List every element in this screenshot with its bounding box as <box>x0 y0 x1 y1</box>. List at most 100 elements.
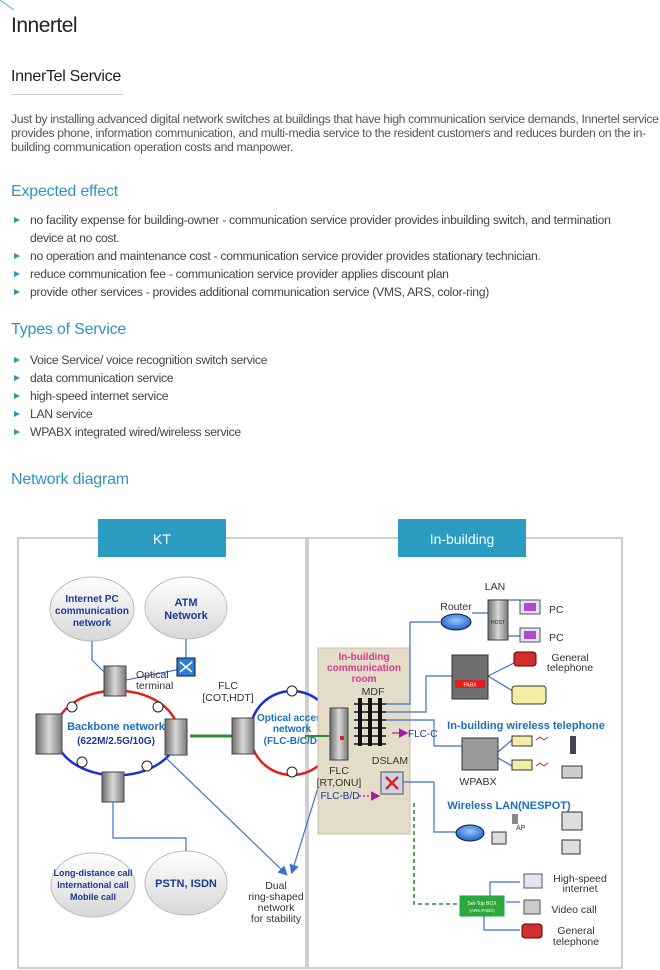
label: In-building <box>338 652 389 663</box>
label: Optical <box>136 669 169 681</box>
settop-box-icon: Set-Top BOX (ARS,PABX) <box>459 895 505 917</box>
label: Dual <box>265 880 287 892</box>
settop-link <box>413 803 460 905</box>
long-distance-oval: Long-distance call International call Mo… <box>50 852 136 918</box>
label: Internet PC <box>65 594 118 605</box>
telephone-icon <box>521 923 543 939</box>
label: internet <box>562 883 597 895</box>
label: room <box>352 674 377 685</box>
label: Set-Top BOX <box>467 901 497 907</box>
internet-pc-network-oval: Internet PC communication network <box>49 576 135 642</box>
label: DSLAM <box>372 755 408 767</box>
label: High-speed <box>553 873 607 885</box>
label: Optical access <box>257 713 327 724</box>
label: In-building wireless telephone <box>447 720 605 732</box>
modem-icon <box>491 831 507 845</box>
label: for stability <box>251 913 302 925</box>
label: communication <box>55 606 129 617</box>
label: PC <box>549 632 564 644</box>
router-icon <box>440 613 472 631</box>
label: PSTN, ISDN <box>155 878 217 890</box>
label: telephone <box>553 936 599 948</box>
label: WPABX <box>459 776 496 788</box>
label: ring-shaped <box>248 891 304 903</box>
handset-icon <box>561 765 583 779</box>
types-of-service-list: Voice Service/ voice recognition switch … <box>11 351 268 441</box>
label: ATM <box>174 597 197 609</box>
atm-network-oval: ATM Network <box>144 576 228 640</box>
label: telephone <box>547 662 593 674</box>
flc-rt-rack-icon <box>329 707 349 761</box>
host-icon <box>487 599 509 641</box>
label: Video call <box>551 904 596 916</box>
label: General <box>551 652 588 664</box>
label: FLC <box>329 765 349 777</box>
list-item: WPABX integrated wired/wireless service <box>11 423 267 441</box>
label: (622M/2.5G/10G) <box>77 736 155 747</box>
label: [RT,ONU] <box>317 777 362 789</box>
list-item: high-speed internet service <box>11 387 267 405</box>
pstn-isdn-oval: PSTN, ISDN <box>144 850 228 916</box>
optical-switch-icon <box>176 657 196 677</box>
label: Wireless LAN(NESPOT) <box>447 800 571 812</box>
label: communication <box>327 663 401 674</box>
list-item: no facility expense for building-owner -… <box>11 211 621 247</box>
label: terminal <box>136 680 173 692</box>
page-title: Innertel <box>11 14 78 37</box>
desktop-pc-icon <box>523 873 543 889</box>
section-subtitle: InnerTel Service <box>11 68 121 85</box>
label: International call <box>57 880 129 890</box>
label: HOST <box>491 620 505 626</box>
dual-ring-arrow <box>165 757 288 876</box>
mdf-frame <box>354 698 386 746</box>
label: MDF <box>362 686 385 698</box>
label: FLC-C <box>408 729 437 740</box>
inbuilding-links <box>386 599 520 931</box>
label: (ARS,PABX) <box>469 908 495 913</box>
list-item: data communication service <box>11 369 267 387</box>
network-diagram-heading: Network diagram <box>11 471 129 488</box>
tab-kt-label: KT <box>153 531 171 547</box>
label: network <box>73 618 112 629</box>
pc-icon <box>519 627 541 643</box>
label: Router <box>440 601 472 613</box>
wireless-station-icon <box>511 735 533 771</box>
status-led-icon <box>340 736 344 740</box>
label: network <box>258 902 296 914</box>
label: AP <box>516 825 526 832</box>
label: FLC-B/D <box>321 791 360 802</box>
list-item: reduce communication fee - communication… <box>11 265 651 283</box>
types-of-service-heading: Types of Service <box>11 321 127 338</box>
server-rack-icons <box>35 665 255 803</box>
label: Network <box>164 610 208 622</box>
label: Mobile call <box>70 892 116 902</box>
mobile-phone-icon <box>570 736 576 754</box>
ring-node-icons <box>66 685 298 778</box>
label: Backbone network <box>67 721 166 733</box>
dslam-icon <box>380 771 404 795</box>
tab-kt: KT <box>98 519 226 557</box>
tab-inbuilding-label: In-building <box>430 531 495 547</box>
corner-mark-icon <box>0 0 15 11</box>
label: Long-distance call <box>53 868 132 878</box>
expected-effect-heading: Expected effect <box>11 183 119 200</box>
pc-icon <box>519 599 541 615</box>
label: FLC <box>218 680 238 692</box>
label: LAN <box>485 581 505 593</box>
list-item: LAN service <box>11 405 267 423</box>
label: PABX <box>464 683 478 689</box>
label: General <box>557 925 594 937</box>
list-item: provide other services - provides additi… <box>11 283 651 301</box>
video-phone-icon <box>523 899 541 915</box>
tab-inbuilding: In-building <box>398 519 526 557</box>
pabx-icon: PABX <box>451 654 489 700</box>
wpabx-icon <box>461 737 499 771</box>
list-item: Voice Service/ voice recognition switch … <box>11 351 268 369</box>
label: (FLC-B/C/D) <box>264 736 321 747</box>
laptop-icon <box>561 811 583 831</box>
pda-icon <box>561 839 581 855</box>
list-item: no operation and maintenance cost - comm… <box>11 247 651 265</box>
network-diagram: KT In-building Internet PC communication… <box>17 519 623 969</box>
wireless-wave-icon <box>535 736 549 767</box>
label: PC <box>549 604 564 616</box>
